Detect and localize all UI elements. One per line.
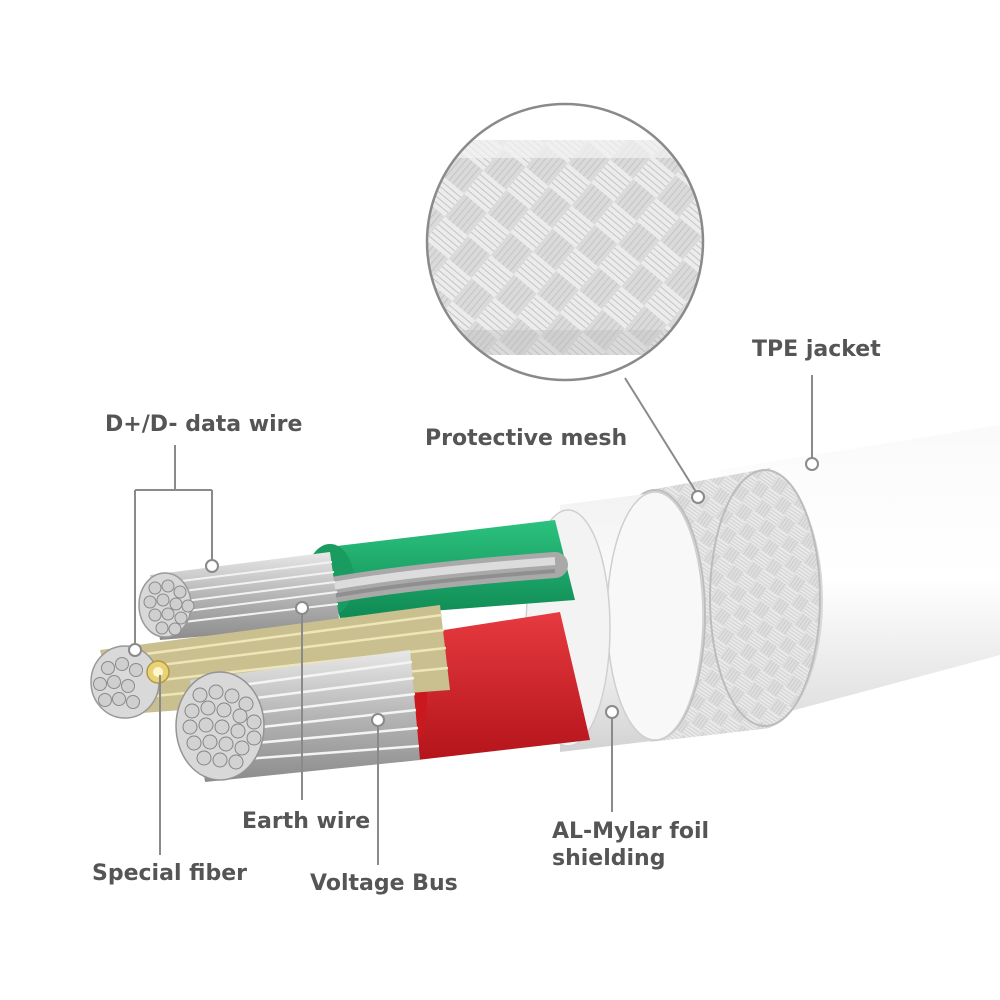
- label-protective-mesh: Protective mesh: [425, 426, 628, 451]
- label-tpe-jacket: TPE jacket: [752, 337, 881, 362]
- leader-dots: [128, 457, 819, 727]
- label-special-fiber: Special fiber: [92, 861, 247, 886]
- label-foil-line1: AL-Mylar foil: [552, 819, 710, 844]
- leader-data-wire: [134, 445, 213, 648]
- label-data-wire: D+/D- data wire: [105, 412, 303, 437]
- data-wire-strands: [138, 552, 340, 640]
- label-foil-line2: shielding: [552, 846, 666, 871]
- label-earth-wire: Earth wire: [242, 809, 371, 834]
- label-voltage-bus: Voltage Bus: [310, 871, 458, 896]
- leader-lines: [134, 375, 813, 865]
- leader-protective-mesh: [624, 377, 699, 496]
- voltage-bus-strands: [175, 650, 420, 782]
- mesh-zoom-circle: [425, 102, 705, 382]
